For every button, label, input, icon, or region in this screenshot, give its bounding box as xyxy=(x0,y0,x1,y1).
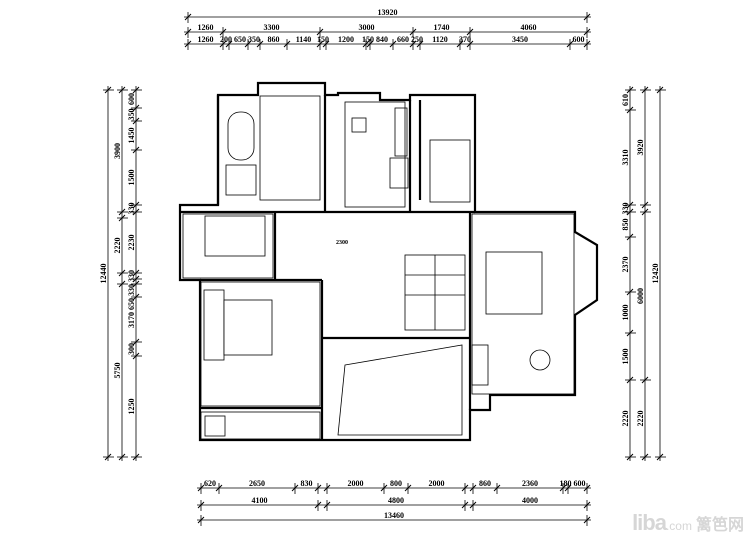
right-dimension: 2220 xyxy=(621,411,630,427)
top-detail-dimension: 1120 xyxy=(432,35,448,44)
left-dimension: 330 xyxy=(127,203,136,215)
left-dimension: 650 xyxy=(127,298,136,310)
right-dimension: 2370 xyxy=(621,257,630,273)
left-dimension: 350 xyxy=(127,109,136,121)
left-dimension: 1250 xyxy=(127,399,136,415)
top-dimension: 3300 xyxy=(264,23,280,32)
left-sub-dimension: 5750 xyxy=(113,363,122,379)
top-detail-dimension: 150 xyxy=(317,35,329,44)
top-detail-dimension: 600 xyxy=(573,35,585,44)
top-dimension: 3000 xyxy=(359,23,375,32)
top-detail-dimension: 860 xyxy=(268,35,280,44)
left-dimension: 330 xyxy=(127,270,136,282)
right-sub-dimension: 6000 xyxy=(636,288,645,304)
top-detail-dimension: 150 xyxy=(362,35,374,44)
right-total-dimension: 12420 xyxy=(651,264,660,284)
top-detail-dimension: 370 xyxy=(459,35,471,44)
top-detail-dimension: 200 xyxy=(220,35,232,44)
bottom-dimension: 2650 xyxy=(249,479,265,488)
bottom-dimension: 800 xyxy=(390,479,402,488)
bottom-dimension: 180 xyxy=(560,479,572,488)
right-dimension: 850 xyxy=(621,219,630,231)
left-total-dimension: 12440 xyxy=(99,264,108,284)
bathroom-top-left xyxy=(259,95,321,201)
left-dimension: 1500 xyxy=(127,170,136,186)
top-detail-dimension: 3450 xyxy=(512,35,528,44)
right-dimension: 3310 xyxy=(621,150,630,166)
left-sub-dimension: 2220 xyxy=(113,238,122,254)
right-dimension: 1000 xyxy=(621,305,630,321)
top-detail-dimension: 350 xyxy=(248,35,260,44)
top-detail-dimension: 1260 xyxy=(198,35,214,44)
top-dimension: 1740 xyxy=(434,23,450,32)
walls xyxy=(178,81,599,442)
right-sub-dimension: 3920 xyxy=(636,140,645,156)
bottom-dimension: 830 xyxy=(301,479,313,488)
bottom-dimension: 2360 xyxy=(522,479,538,488)
bottom-dimension: 860 xyxy=(479,479,491,488)
bottom-sub-dimension: 4800 xyxy=(388,496,404,505)
bottom-total-dimension: 13460 xyxy=(384,511,404,520)
top-detail-dimension: 1140 xyxy=(296,35,312,44)
bottom-dimension: 2000 xyxy=(348,479,364,488)
right-sub-dimension: 2220 xyxy=(636,411,645,427)
top-dimension: 1260 xyxy=(198,23,214,32)
right-dimension: 1500 xyxy=(621,349,630,365)
top-dimension: 4060 xyxy=(521,23,537,32)
left-dimension: 3170 xyxy=(127,312,136,328)
top-detail-dimension: 250 xyxy=(411,35,423,44)
top-total-dimension: 13920 xyxy=(378,8,398,17)
bottom-dimension: 2000 xyxy=(429,479,445,488)
center-dimension: 2300 xyxy=(336,240,348,246)
left-sub-dimension: 3900 xyxy=(113,143,122,159)
top-detail-dimension: 1200 xyxy=(338,35,354,44)
left-dimension: 600 xyxy=(127,93,136,105)
bottom-sub-dimension: 4100 xyxy=(252,496,268,505)
left-dimension: 300 xyxy=(127,343,136,355)
top-detail-dimension: 660 xyxy=(397,35,409,44)
left-dimension: 1450 xyxy=(127,128,136,144)
bottom-dimension: 600 xyxy=(574,479,586,488)
top-detail-dimension: 840 xyxy=(376,35,388,44)
closet-left xyxy=(182,213,274,279)
top-detail-dimension: 650 xyxy=(234,35,246,44)
left-dimension: 2230 xyxy=(127,235,136,251)
bathroom-top-right xyxy=(429,139,471,203)
right-dimension: 330 xyxy=(621,203,630,215)
left-dimension: 330 xyxy=(127,284,136,296)
fixtures xyxy=(203,101,551,437)
bottom-dimension: 620 xyxy=(204,479,216,488)
right-dimension: 610 xyxy=(621,94,630,106)
outer-wall xyxy=(178,81,599,442)
bottom-sub-dimension: 4000 xyxy=(522,496,538,505)
